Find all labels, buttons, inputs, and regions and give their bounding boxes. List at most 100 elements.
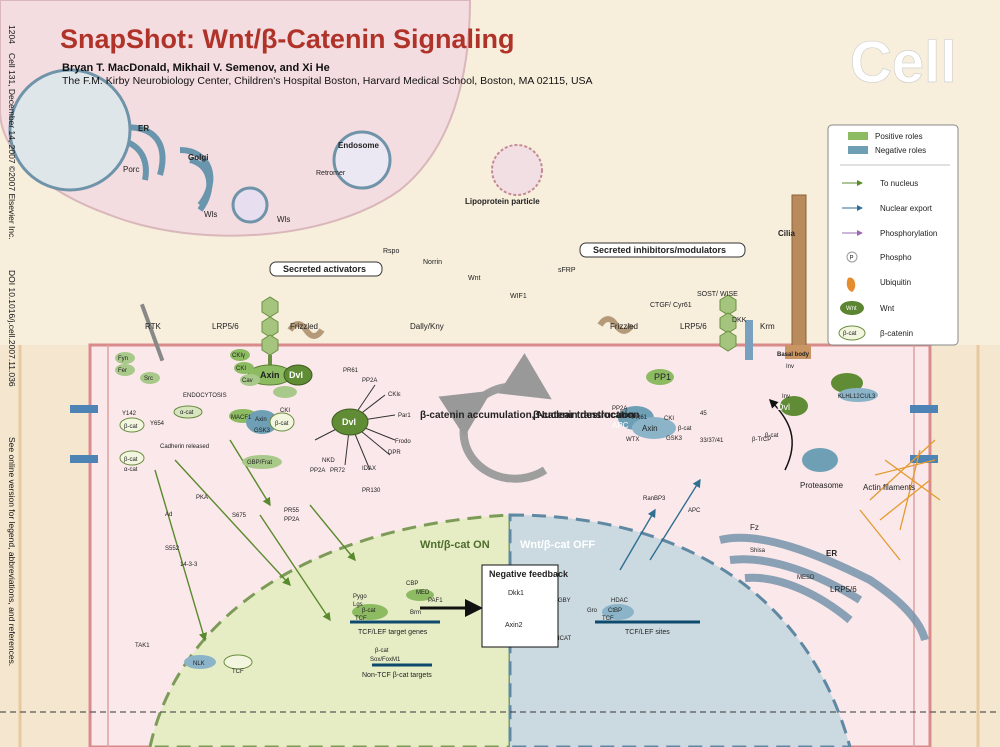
frizzled-right [597, 316, 635, 334]
n-dkk1: Dkk1 [508, 590, 524, 597]
lrp-ladder [261, 296, 279, 356]
p-pp2a3: PP2A [284, 517, 299, 523]
inhibitors-box [579, 242, 746, 258]
p-nlk: NLK [193, 661, 205, 667]
n-axin2: Axin2 [505, 622, 523, 629]
legend-phospho-symbol: P [850, 256, 854, 262]
nucleus-off [508, 513, 852, 747]
p-idax: IDAX [362, 466, 376, 472]
p-apc: APC [612, 421, 629, 430]
label-inhibitors: Secreted inhibitors/modulators [593, 245, 726, 255]
rtk-shape [140, 303, 165, 362]
p-pka: PKA [196, 495, 208, 501]
label-retromer: Retromer [316, 170, 346, 177]
label-frizzled-right: Frizzled [610, 322, 638, 331]
nucleus-labels: Wnt/β-cat ON Wnt/β-cat OFF Pygo Lgs CBP … [353, 539, 670, 679]
label-wnt-secreted: Wnt [468, 275, 481, 282]
p-pr130: PR130 [362, 488, 381, 494]
p-y654: Y654 [150, 421, 165, 427]
n-med: MED [416, 590, 430, 596]
lrp-ladder-right [719, 294, 737, 352]
p-axin3: Axin [642, 424, 658, 433]
label-ctgf: CTGF/ Cyr61 [650, 302, 692, 309]
legend-negative: Negative roles [875, 146, 926, 155]
legend-bcat-icon-label: β-cat [843, 331, 857, 337]
p-1433: 14-3-3 [180, 562, 198, 568]
p-endocytosis: ENDOCYTOSIS [183, 393, 227, 399]
p-pp2a4: PP2A [612, 406, 627, 412]
p-pr6: PR61 [632, 415, 648, 421]
label-golgi: Golgi [188, 153, 208, 162]
affiliation: The F.M. Kirby Neurobiology Center, Chil… [62, 75, 593, 87]
p-inv1: Inv [786, 364, 794, 370]
p-klhl: KLHL12 [838, 394, 860, 400]
legend-phospho: Phospho [880, 253, 912, 262]
n-sox: Sox/FoxM1 [370, 657, 401, 663]
label-porc: Porc [123, 165, 139, 174]
endosome-circle [332, 130, 392, 190]
label-dkk: DKK [732, 317, 747, 324]
label-frizzled: Frizzled [290, 322, 318, 331]
p-pr55: PR55 [284, 508, 300, 514]
cell-logo: Cell [850, 30, 956, 95]
p-gbp: GBP/Frat [247, 460, 272, 466]
label-rspo: Rspo [383, 248, 399, 255]
legend-ubiquitin: Ubiquitin [880, 278, 911, 287]
proteasome-arrow [768, 398, 793, 471]
n-pygo: Pygo [353, 594, 367, 600]
n-cbp: CBP [406, 581, 418, 587]
n-bcat: β-cat [362, 608, 376, 614]
p-icat: ICAT [558, 636, 572, 642]
p-gsk3: GSK3 [254, 428, 271, 434]
p-aact: α-cat [180, 410, 194, 416]
n-brm: Brm [410, 610, 421, 616]
label-lrp-er: LRP5/6 [830, 585, 857, 594]
center-labels: β-catenin accumulation, Nuclear transloc… [420, 410, 640, 421]
neighbor-cell-right [932, 345, 1000, 747]
n-tcf: TCF [355, 616, 367, 622]
p-pr72: PR72 [330, 468, 346, 474]
cilium [791, 194, 807, 351]
frizzled-shape [287, 321, 325, 339]
protein-labels: Fyn Fer Src CKIγ CKI Cav Axin Dvl ENDOCY… [118, 353, 876, 675]
label-lipoprotein: Lipoprotein particle [465, 197, 540, 206]
page-title: SnapShot: Wnt/β-Catenin Signaling [60, 24, 514, 54]
label-norrin: Norrin [423, 259, 442, 266]
feedback-box [481, 564, 559, 648]
p-src: Src [144, 376, 153, 382]
p-fyn: Fyn [118, 356, 128, 362]
label-off: Wnt/β-cat OFF [520, 539, 595, 551]
p-shisa: Shisa [750, 548, 766, 554]
p-ad: Ad [165, 512, 172, 518]
p-ranbp3: RanBP3 [643, 496, 666, 502]
n-bcat-sox: β-cat [375, 648, 389, 654]
p-y142: Y142 [122, 411, 137, 417]
p-pr61: PR61 [343, 368, 359, 374]
p-hdac: HDAC [611, 598, 629, 604]
p-groucho: Gro [587, 608, 598, 614]
p-dpr: DPR [388, 450, 401, 456]
p-tak1: TAK1 [135, 643, 150, 649]
cadherins [70, 405, 938, 463]
p-par1: Par1 [398, 413, 411, 419]
nucleus-on [148, 513, 512, 747]
p-bcat-g: β-cat [275, 421, 289, 427]
actin-lines [859, 439, 941, 561]
p-tcf: TCF [232, 669, 244, 675]
side-page: 1204 [7, 25, 17, 44]
p-ctbp: CtBP [608, 608, 622, 614]
legend-wnt-icon-label: Wnt [846, 306, 857, 312]
bcat-icon [838, 325, 866, 341]
p-trcp: β-TrCP [752, 437, 771, 443]
label-destruction: β-catenin destruction [533, 410, 635, 421]
label-activators: Secreted activators [283, 264, 366, 274]
legend-phos: Phosphorylation [880, 229, 937, 238]
p-s552: S552 [165, 546, 180, 552]
legend-export: Nuclear export [880, 204, 933, 213]
p-s33: 33/37/41 [700, 438, 724, 444]
legend-positive: Positive roles [875, 132, 923, 141]
p-dvl: Dvl [289, 370, 303, 380]
p-pp2a: PP2A [362, 378, 377, 384]
p-gby: GBY [558, 598, 571, 604]
